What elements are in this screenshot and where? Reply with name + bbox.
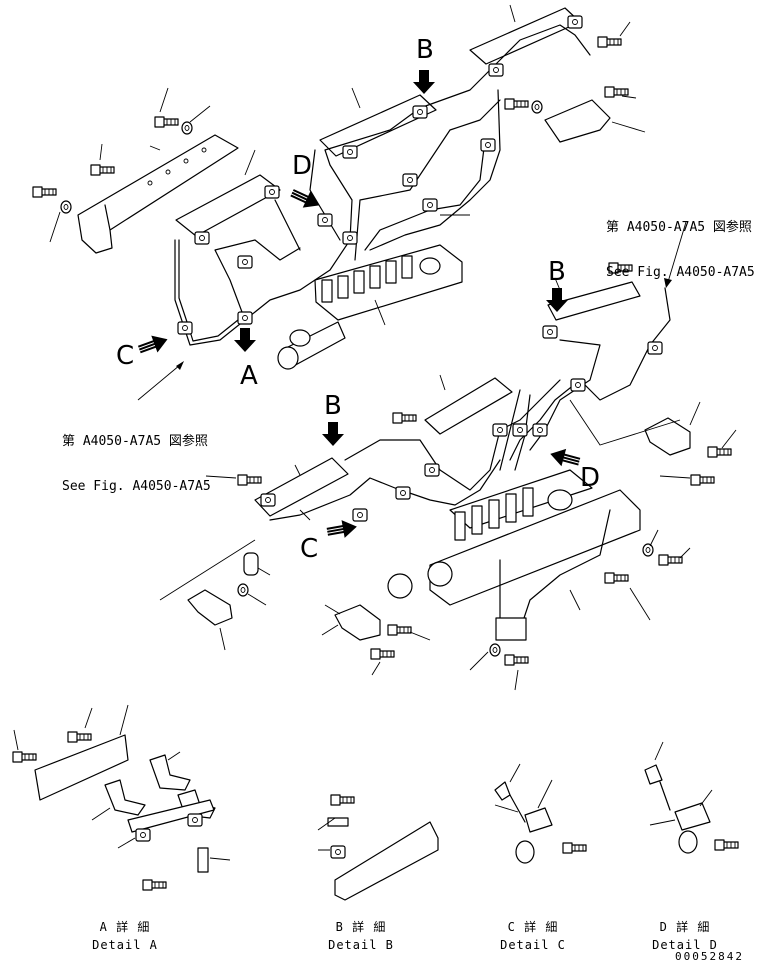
detail-d-drawing xyxy=(644,741,739,854)
reference-left-en: See Fig. A4050-A7A5 xyxy=(62,479,211,494)
view-label-d-lower: D xyxy=(580,463,601,493)
detail-a-en: Detail A xyxy=(92,938,158,952)
view-label-c-lower: C xyxy=(300,534,319,564)
detail-a-drawing xyxy=(12,704,231,891)
reference-top-jp: 第 A4050-A7A5 図参照 xyxy=(606,220,752,235)
lower-assembly xyxy=(159,262,737,691)
detail-b-en: Detail B xyxy=(328,938,394,952)
detail-c-jp: C 詳 細 xyxy=(507,920,559,934)
detail-b-drawing xyxy=(317,794,439,901)
view-label-b-upper: B xyxy=(416,35,434,65)
view-label-c-upper: C xyxy=(116,341,135,371)
upper-assembly xyxy=(32,4,646,370)
detail-c-caption: C 詳 細 Detail C xyxy=(478,918,588,954)
drawing-code: 00052842 xyxy=(675,950,744,963)
detail-d-caption: D 詳 細 Detail D xyxy=(630,918,740,954)
detail-c-drawing xyxy=(494,763,587,864)
view-label-b-lower-left: B xyxy=(324,391,342,421)
detail-b-caption: B 詳 細 Detail B xyxy=(306,918,416,954)
detail-d-en: Detail D xyxy=(652,938,718,952)
view-label-a-upper: A xyxy=(240,361,258,391)
reference-note-top: 第 A4050-A7A5 図参照 See Fig. A4050-A7A5 xyxy=(606,190,755,295)
reference-note-left: 第 A4050-A7A5 図参照 See Fig. A4050-A7A5 xyxy=(62,404,211,509)
reference-top-en: See Fig. A4050-A7A5 xyxy=(606,265,755,280)
detail-d-jp: D 詳 細 xyxy=(659,920,711,934)
view-label-b-lower-right: B xyxy=(548,257,566,287)
detail-c-en: Detail C xyxy=(500,938,566,952)
detail-a-caption: A 詳 細 Detail A xyxy=(70,918,180,954)
view-label-d-upper: D xyxy=(292,151,313,181)
reference-left-jp: 第 A4050-A7A5 図参照 xyxy=(62,434,208,449)
detail-a-jp: A 詳 細 xyxy=(99,920,151,934)
detail-b-jp: B 詳 細 xyxy=(335,920,387,934)
